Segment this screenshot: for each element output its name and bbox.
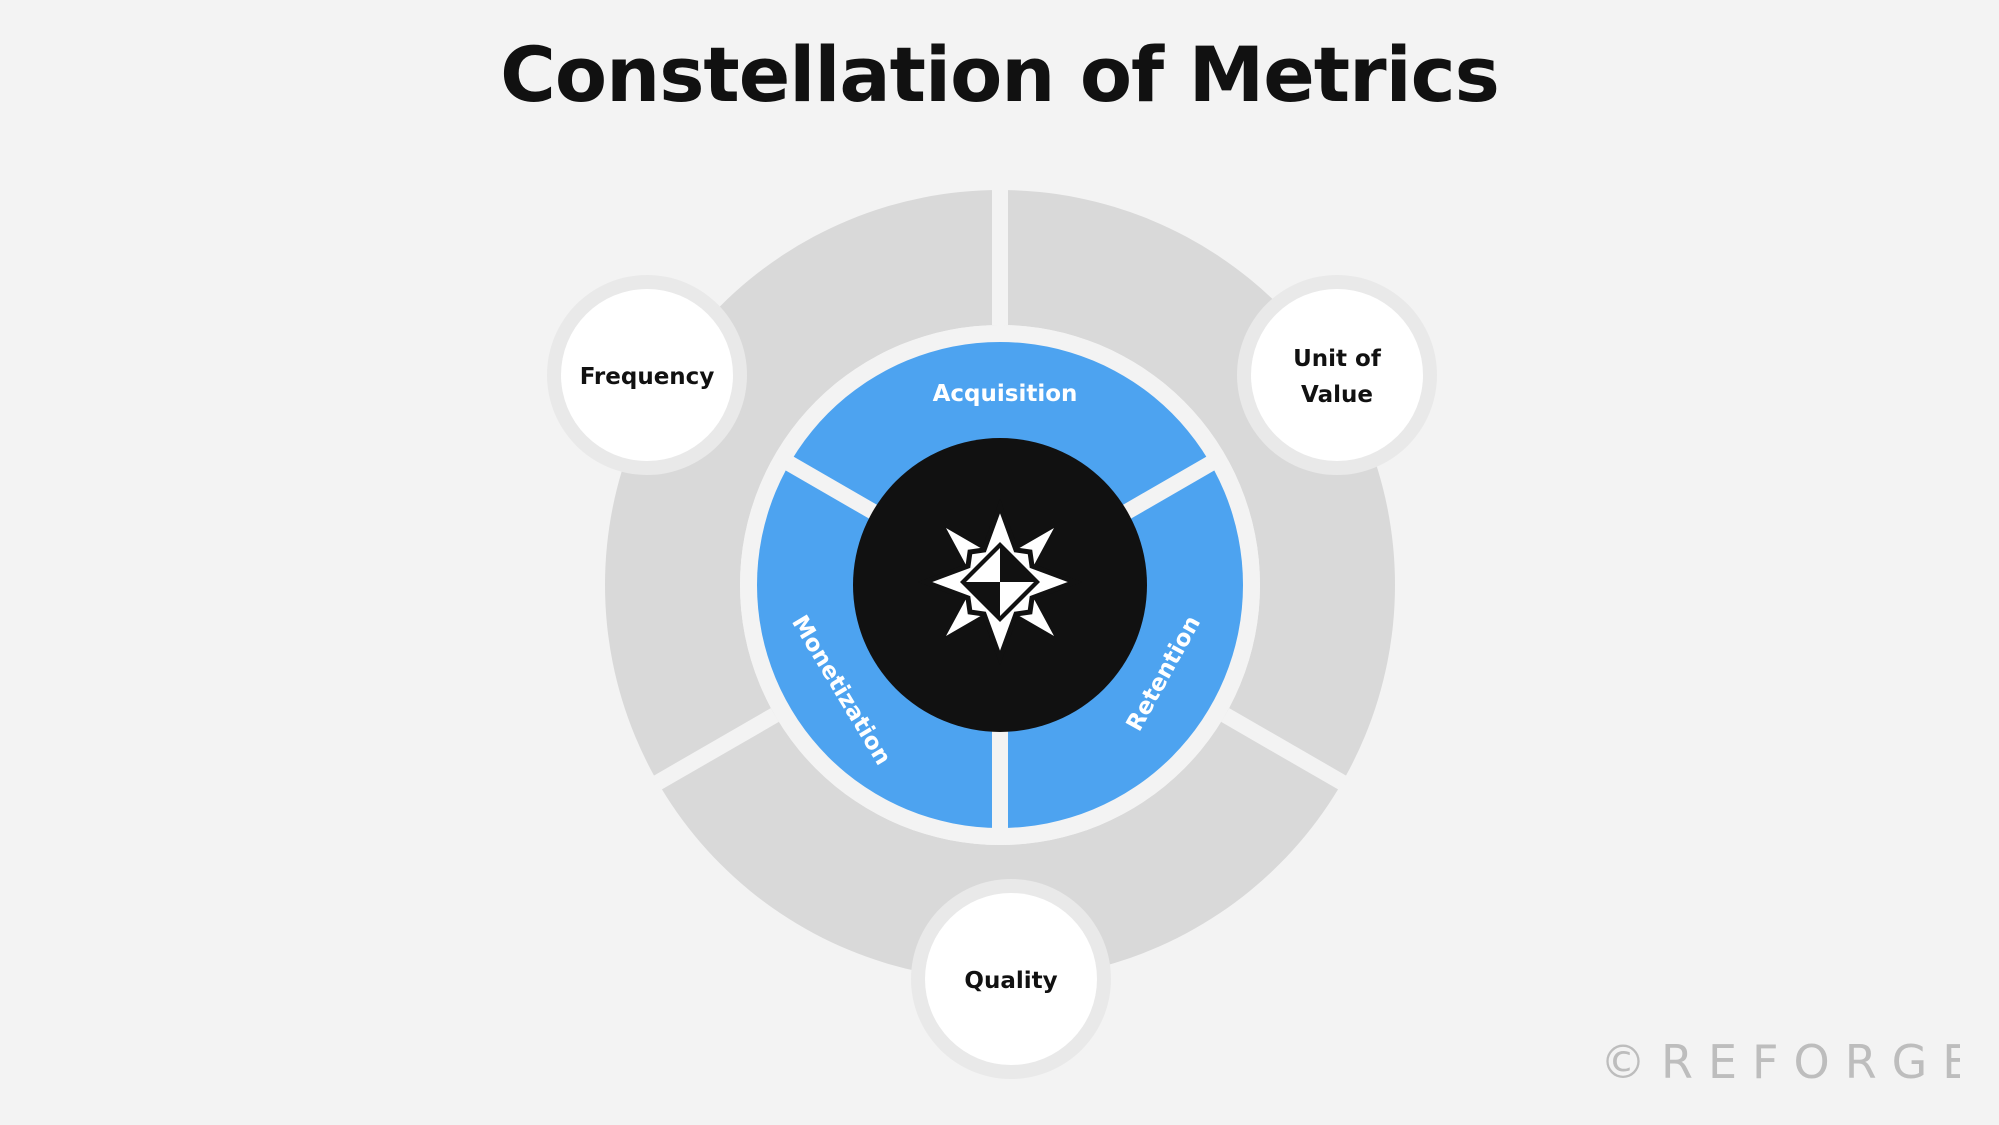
spoke-gap — [779, 453, 883, 522]
node-frequency: Frequency — [547, 275, 747, 475]
node-unit-of-value: Unit of Value — [1237, 275, 1437, 475]
page-title: Constellation of Metrics — [500, 30, 1500, 119]
spoke-gap — [649, 708, 779, 792]
node-label-unit-of-value-line1: Unit of — [1293, 346, 1382, 372]
compass-star-icon — [917, 498, 1083, 666]
watermark-text: ©REFORGE — [1600, 1035, 1960, 1089]
spoke-gaps — [649, 185, 1351, 835]
segment-label-acquisition: Acquisition — [933, 381, 1078, 407]
node-label-quality: Quality — [964, 968, 1057, 994]
node-label-unit-of-value-line2: Value — [1301, 382, 1373, 408]
spoke-gap — [1117, 453, 1221, 522]
spoke-gap — [1221, 708, 1351, 792]
outer-ring — [605, 190, 1395, 980]
reforge-watermark: ©REFORGE — [1600, 1035, 1960, 1089]
node-quality: Quality — [911, 879, 1111, 1079]
node-label-frequency: Frequency — [580, 364, 715, 390]
